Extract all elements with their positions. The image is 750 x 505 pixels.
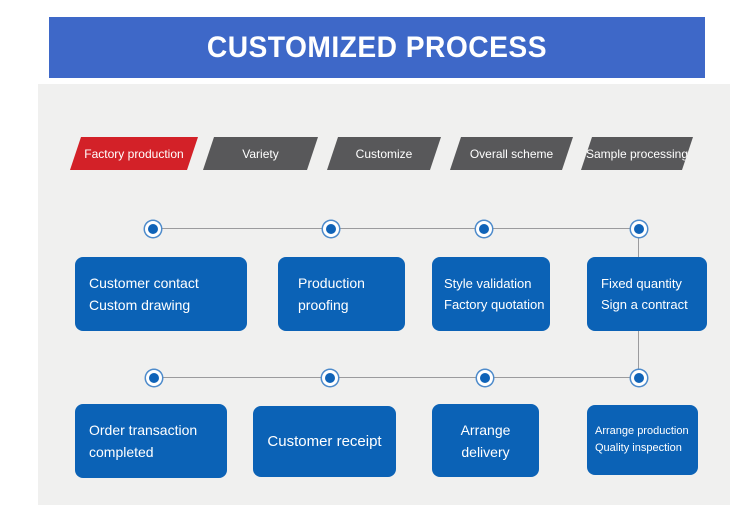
bottom-connector-line	[154, 377, 639, 378]
step-text: Style validation	[444, 276, 532, 291]
step-text: Customer receipt	[267, 432, 382, 450]
tab-factory-production[interactable]: Factory production	[70, 137, 198, 170]
step-text: Customer contact	[89, 275, 199, 291]
step-box-customer-receipt: Customer receipt	[253, 406, 396, 477]
step-text: completed	[89, 444, 154, 460]
step-text: Factory quotation	[444, 297, 545, 312]
timeline-node-icon	[149, 373, 159, 383]
tab-label: Factory production	[84, 146, 184, 161]
step-box-production-proofing: Production proofing	[278, 257, 405, 331]
step-box-sign-contract: Fixed quantity Sign a contract	[587, 257, 707, 331]
step-text: proofing	[298, 297, 349, 313]
timeline-node-icon	[326, 224, 336, 234]
tab-variety[interactable]: Variety	[203, 137, 318, 170]
step-text: Fixed quantity	[601, 276, 682, 291]
timeline-node-icon	[479, 224, 489, 234]
step-box-order-completed: Order transaction completed	[75, 404, 227, 478]
tab-label: Variety	[242, 146, 279, 161]
step-text: Production	[298, 275, 365, 291]
timeline-node-icon	[480, 373, 490, 383]
timeline-node-icon	[634, 373, 644, 383]
step-text: Arrange	[460, 421, 511, 438]
step-text: Sign a contract	[601, 297, 688, 312]
step-box-arrange-delivery: Arrange delivery	[432, 404, 539, 477]
tab-label: Sample processing	[585, 146, 689, 161]
step-box-style-validation: Style validation Factory quotation	[432, 257, 550, 331]
step-text: Custom drawing	[89, 297, 191, 313]
step-text: Arrange production	[595, 425, 689, 437]
timeline-node-icon	[634, 224, 644, 234]
page-title: CUSTOMIZED PROCESS	[206, 30, 548, 64]
tab-sample-processing[interactable]: Sample processing	[581, 137, 693, 170]
step-box-customer-contact: Customer contact Custom drawing	[75, 257, 247, 331]
tab-overall-scheme[interactable]: Overall scheme	[450, 137, 573, 170]
step-text: delivery	[461, 443, 510, 460]
timeline-node-icon	[148, 224, 158, 234]
timeline-node-icon	[325, 373, 335, 383]
top-connector-line	[153, 228, 639, 229]
tab-label: Customize	[355, 146, 413, 161]
header-banner: CUSTOMIZED PROCESS	[49, 17, 705, 78]
tab-customize[interactable]: Customize	[327, 137, 441, 170]
tab-label: Overall scheme	[469, 146, 554, 161]
step-text: Quality inspection	[595, 442, 682, 454]
step-box-arrange-production: Arrange production Quality inspection	[587, 405, 698, 475]
step-text: Order transaction	[89, 422, 198, 438]
